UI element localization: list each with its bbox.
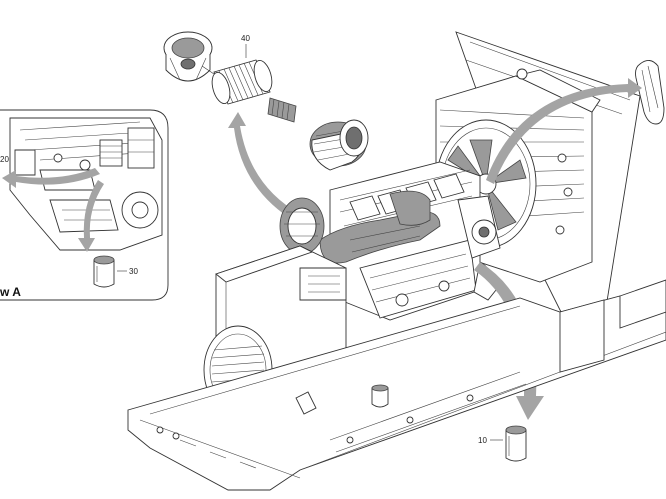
- detail-arrow-down: [78, 180, 104, 252]
- detail-view-label: w A: [0, 285, 21, 299]
- air-filter-cap: [163, 31, 213, 82]
- main-oil-filter-callout: 10: [478, 436, 487, 445]
- detail-oil-filter: [93, 255, 115, 288]
- detail-engine-sketch: [9, 117, 163, 251]
- air-filter-housing: [309, 119, 369, 171]
- air-filter-element: [211, 59, 273, 105]
- detail-item-left-callout: 20: [0, 155, 9, 164]
- fan-belt-arrow: [486, 78, 642, 184]
- fan-belt: [635, 60, 665, 125]
- air-filter-inner-element: [267, 97, 297, 123]
- detail-view-frame: [0, 109, 169, 301]
- detail-oil-filter-callout: 30: [129, 267, 138, 276]
- detail-view-a: 30 20 w A: [0, 109, 169, 301]
- base-frame: [127, 279, 666, 491]
- main-oil-filter: [505, 425, 527, 462]
- detail-arrow-left: [2, 168, 100, 188]
- air-filter-element-callout: 40: [241, 34, 250, 43]
